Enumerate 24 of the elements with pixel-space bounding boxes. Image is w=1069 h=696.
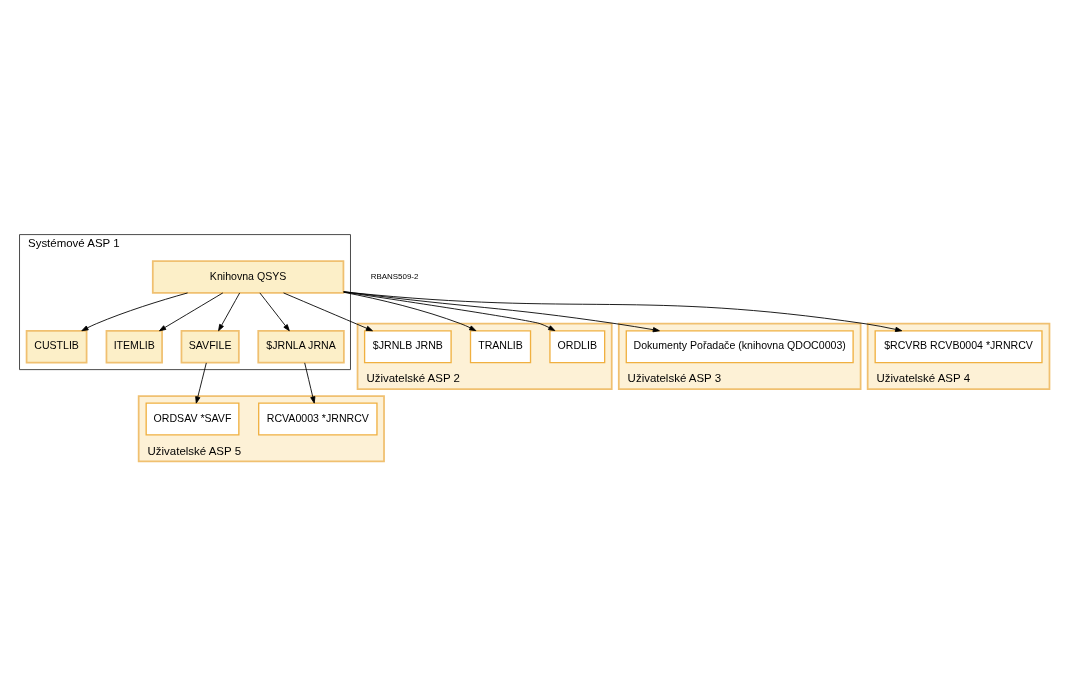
node-box: RCVA0003 *JRNRCV xyxy=(258,402,378,436)
label: RBANS509-2 xyxy=(370,271,419,281)
node-box: CUSTLIB xyxy=(25,329,88,364)
node-box: SAVFILE xyxy=(180,329,240,364)
node-box: $JRNLB JRNB xyxy=(363,330,452,364)
arrow xyxy=(343,291,556,332)
node-box: TRANLIB xyxy=(469,330,532,364)
node-box: ITEMLIB xyxy=(105,329,163,364)
arrow xyxy=(81,292,189,332)
arrow xyxy=(283,292,373,332)
arrow xyxy=(343,291,660,333)
node-box: $JRNLA JRNA xyxy=(257,329,345,364)
arrow xyxy=(159,292,224,332)
node-box: ORDLIB xyxy=(549,330,606,364)
arrow xyxy=(343,291,903,332)
arrow xyxy=(304,362,316,404)
node-box: ORDSAV *SAVF xyxy=(145,402,240,436)
node-box: Knihovna QSYS xyxy=(151,260,345,294)
arrow xyxy=(218,292,241,332)
arrow xyxy=(259,292,290,332)
node-box: Dokumenty Pořadače (knihovna QDOC0003) xyxy=(625,330,854,364)
arrow xyxy=(195,362,207,404)
arrow xyxy=(343,291,477,332)
node-box: $RCVRB RCVB0004 *JRNRCV xyxy=(874,330,1043,364)
